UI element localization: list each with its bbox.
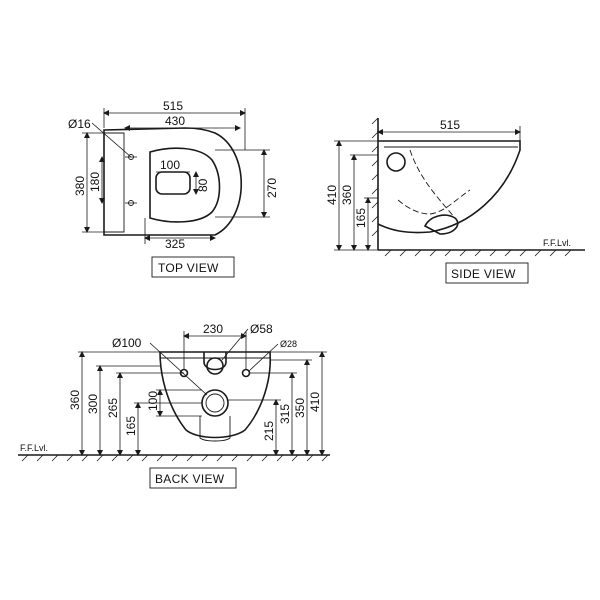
back-fix-spacing-label: 230 [203, 322, 223, 336]
top-overall-length-label: 515 [163, 99, 183, 113]
top-view-rear-cap [104, 132, 125, 233]
back-view-label-box [149, 467, 237, 489]
side-view: F.F.Lvl. 515 410 360 165 SIDE VIEW [325, 117, 585, 284]
back-floor-label: F.F.Lvl. [20, 443, 48, 453]
side-inlet-circle [386, 152, 406, 172]
back-floor-hatch [21, 454, 329, 462]
back-fix-dia-label: Ø28 [280, 339, 297, 349]
side-height-low-label: 165 [354, 208, 368, 228]
side-wc-body [377, 140, 521, 234]
top-view-bowl-outline [103, 127, 242, 236]
back-left-dim-165: 165 [124, 416, 138, 436]
top-bowl-length-label: 430 [165, 114, 185, 128]
side-overall-length-label: 515 [440, 118, 460, 132]
top-view: 515 430 Ø16 380 180 100 80 270 325 TOP V… [68, 99, 279, 278]
back-right-dim-350: 350 [293, 398, 307, 418]
side-height-mid-label: 360 [340, 185, 354, 205]
top-view-label-box [151, 256, 235, 278]
back-water-dia-label: Ø58 [250, 322, 273, 336]
top-overall-width-label: 380 [73, 176, 87, 196]
back-wc-outline [159, 351, 272, 439]
top-view-outlet [155, 171, 191, 195]
top-view-title: TOP VIEW [158, 261, 219, 275]
back-left-dim-300: 300 [86, 394, 100, 414]
back-fix-hole-right [241, 368, 251, 378]
side-floor-label: F.F.Lvl. [543, 238, 571, 248]
back-left-dim-360: 360 [68, 390, 82, 410]
top-seat-width-label: 270 [265, 178, 279, 198]
back-right-dim-410: 410 [308, 392, 322, 412]
top-outlet-width-label: 100 [160, 158, 180, 172]
back-view: F.F.Lvl. 230 Ø100 Ø58 Ø28 360 30 [18, 322, 330, 489]
back-water-inlet-ring [206, 357, 224, 375]
back-waste-outlet-inner [205, 393, 225, 413]
side-view-label-box [445, 262, 529, 284]
back-pedestal [199, 416, 231, 442]
back-left-dim-265: 265 [106, 398, 120, 418]
side-view-title: SIDE VIEW [451, 267, 516, 281]
top-rear-width-label: 325 [165, 237, 185, 251]
top-fix-spacing-label: 180 [88, 172, 102, 192]
side-wall-hatch [371, 117, 379, 237]
back-inlet-dia-label: Ø100 [112, 336, 142, 350]
back-left-dim-100: 100 [146, 391, 160, 411]
back-view-title: BACK VIEW [155, 472, 225, 486]
side-floor-hatch [384, 249, 572, 257]
top-outlet-height-label: 80 [196, 178, 210, 192]
side-height-total-label: 410 [325, 185, 339, 205]
back-water-inlet [203, 352, 227, 371]
side-trap-path [397, 149, 471, 219]
back-right-dim-315: 315 [278, 404, 292, 424]
top-hole-dia-label: Ø16 [68, 117, 91, 131]
side-outlet [423, 214, 459, 235]
top-view-bowl-opening [149, 147, 221, 223]
back-right-dim-215: 215 [262, 421, 276, 441]
